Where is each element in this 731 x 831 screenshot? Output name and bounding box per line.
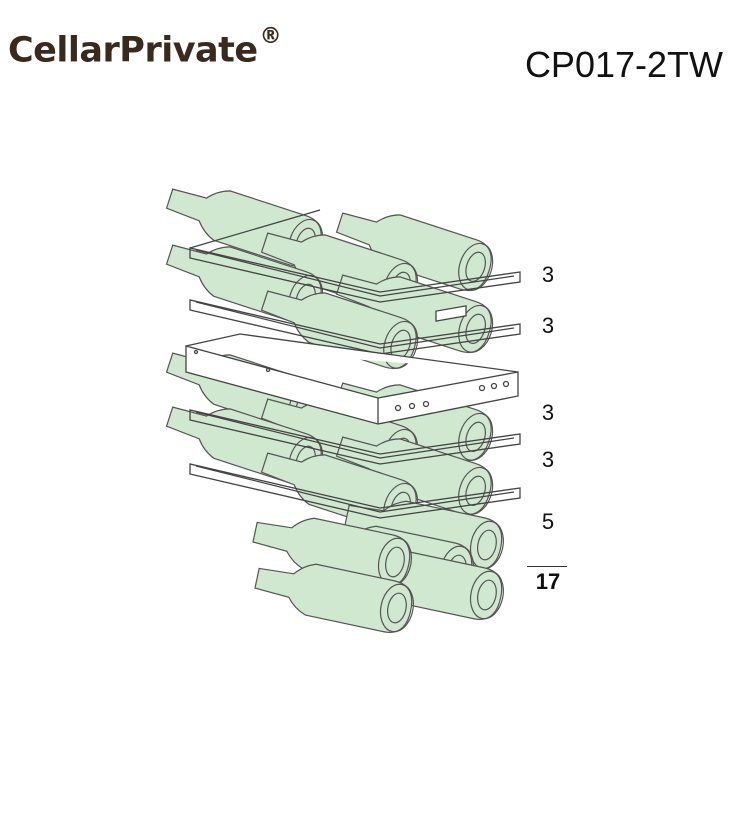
registered-mark: ®: [259, 24, 282, 49]
shelf-2: [189, 299, 521, 355]
total-count: 17: [535, 569, 561, 594]
shelf-1-count: 3: [541, 262, 555, 287]
brand-logo: CellarPrivate®: [8, 24, 282, 71]
shelf-3-count: 3: [541, 400, 555, 425]
shelf-1: [189, 209, 521, 303]
bottom-stack-count: 5: [541, 509, 555, 534]
shelf-4: [189, 463, 521, 519]
shelf-4-count: 3: [541, 447, 555, 472]
drawer-panel: [185, 305, 519, 425]
model-number: CP017-2TW: [524, 44, 723, 85]
shelf-3: [189, 409, 521, 465]
total-divider: [527, 566, 567, 567]
brand-name: CellarPrivate: [8, 30, 258, 71]
shelf-2-count: 3: [541, 313, 555, 338]
